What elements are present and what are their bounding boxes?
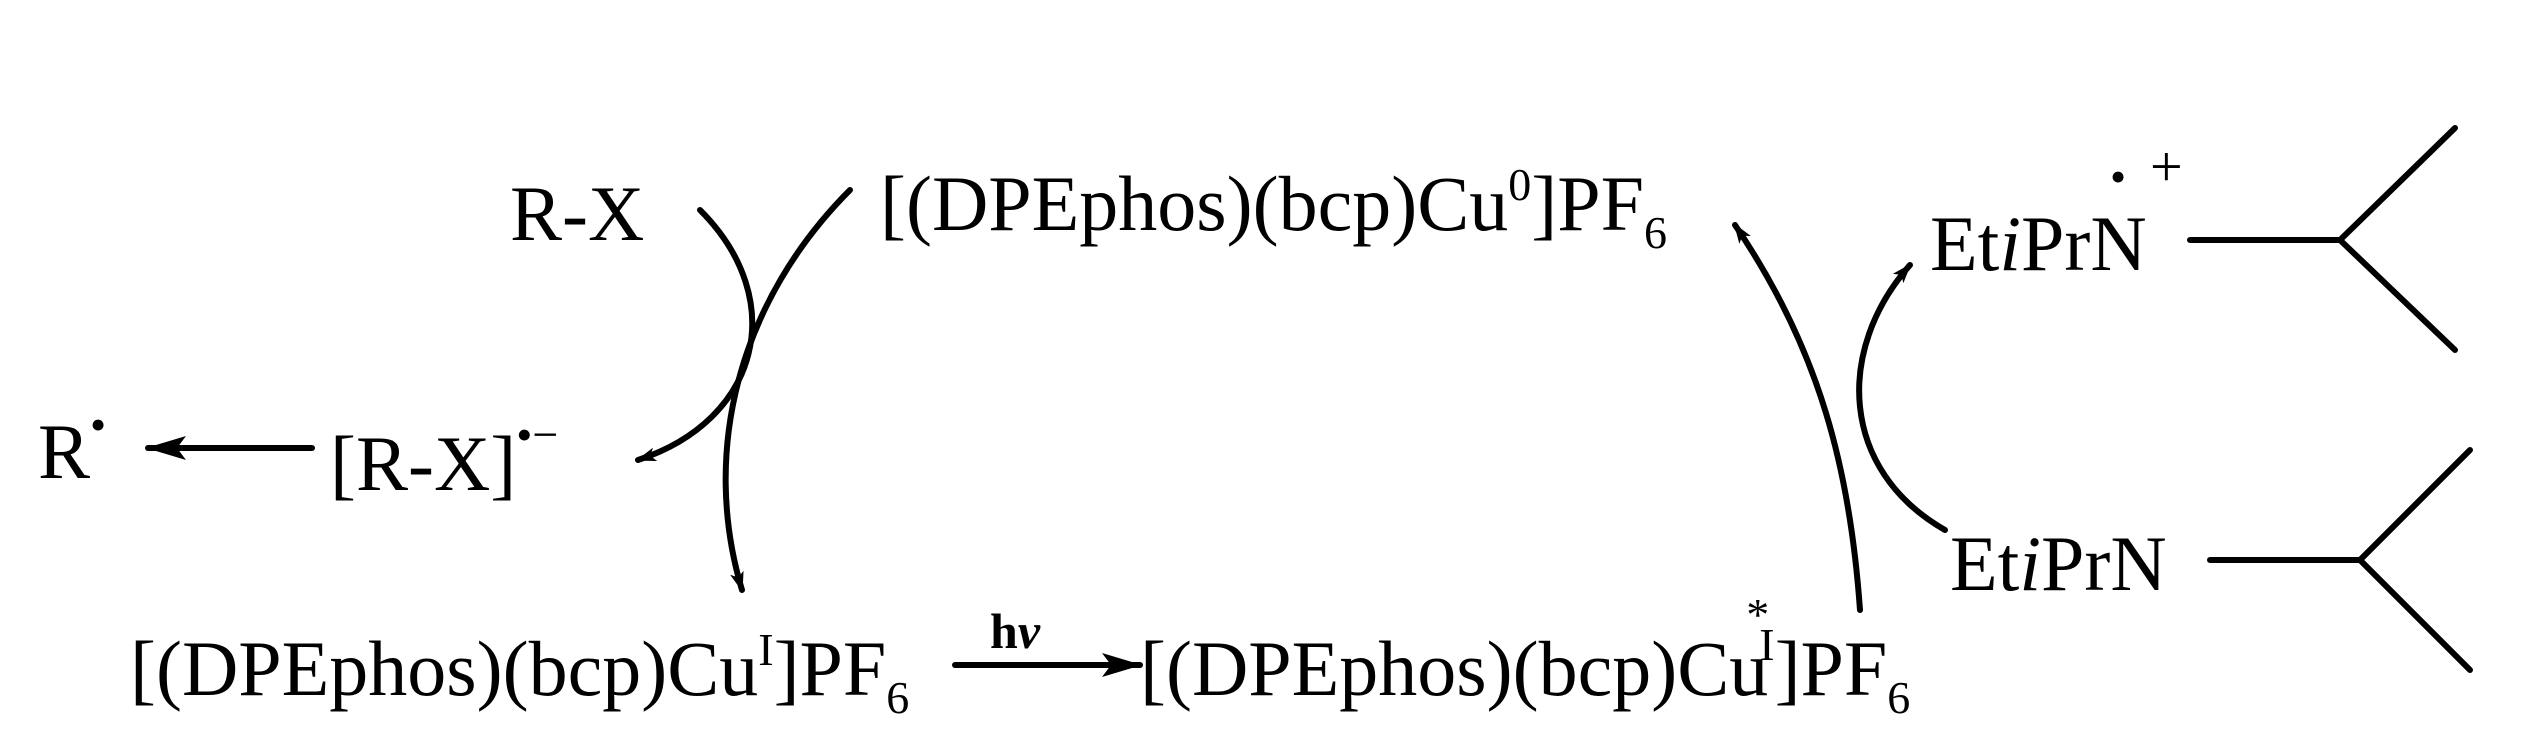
r-x-radical-anion-charge: − bbox=[532, 409, 558, 460]
cu1-excited-base: [(DPEphos)(bcp)Cu bbox=[1140, 625, 1768, 712]
r-x-radical-anion: [R-X]•− bbox=[330, 409, 558, 507]
amine-radical-cation-et: Et bbox=[1930, 200, 2000, 287]
isopropyl-upper-bond-b bbox=[2337, 237, 2458, 353]
cu1-excited-star: * bbox=[1746, 589, 1769, 640]
isopropyl-upper-bond-a bbox=[2187, 125, 2458, 243]
hv-h: h bbox=[990, 603, 1018, 659]
cu0-oxidation-state: 0 bbox=[1508, 159, 1531, 210]
r-radical-dot: • bbox=[90, 399, 106, 450]
cu1-anion-subscript: 6 bbox=[886, 672, 909, 723]
amine: EtiPrN bbox=[1950, 520, 2167, 607]
r-x-radical-anion-base: [R-X] bbox=[330, 420, 516, 507]
cu1-complex: [(DPEphos)(bcp)CuI]PF6 bbox=[130, 624, 909, 723]
isopropyl-lower-bond-b bbox=[2357, 557, 2473, 673]
cu0-complex-base: [(DPEphos)(bcp)Cu bbox=[880, 160, 1508, 247]
cu1-complex-base: [(DPEphos)(bcp)Cu bbox=[130, 625, 758, 712]
cu1-oxidation-state: I bbox=[758, 624, 773, 675]
arrow-r-x-to-radical-anion bbox=[635, 207, 756, 463]
cu1-excited-oxidation-state: I bbox=[1759, 619, 1774, 670]
cu0-complex: [(DPEphos)(bcp)Cu0]PF6 bbox=[880, 159, 1667, 258]
cu1-excited-complex: [(DPEphos)(bcp)Cu*I]PF6 bbox=[1140, 589, 1910, 723]
cu1-excited-anion-subscript: 6 bbox=[1887, 672, 1910, 723]
cu0-anion: ]PF bbox=[1531, 160, 1644, 247]
hv-label: hν bbox=[990, 603, 1041, 659]
amine-radical-cation: EtiPrN bbox=[1930, 200, 2147, 287]
cu1-anion: ]PF bbox=[774, 625, 887, 712]
hv-nu: ν bbox=[1018, 603, 1041, 659]
r-radical: R• bbox=[38, 399, 106, 495]
cu0-anion-subscript: 6 bbox=[1644, 207, 1667, 258]
amine-prn: PrN bbox=[2041, 520, 2167, 607]
cu1-excited-anion: ]PF bbox=[1775, 625, 1888, 712]
arrow-amine-to-radical-cation bbox=[1856, 262, 1948, 533]
r-x-radical-anion-dot: • bbox=[516, 409, 532, 460]
reactant-r-x: R-X bbox=[510, 170, 644, 257]
amine-i: i bbox=[2019, 520, 2041, 607]
amine-et: Et bbox=[1950, 520, 2020, 607]
arrow-cu1-excited-to-cu0 bbox=[1732, 222, 1863, 613]
isopropyl-lower-bond-a bbox=[2207, 447, 2473, 563]
amine-radical-cation-prn: PrN bbox=[2021, 200, 2147, 287]
amine-radical-cation-charge: + bbox=[2150, 134, 2183, 199]
arrow-cu0-to-cu1 bbox=[722, 187, 853, 593]
amine-radical-cation-i: i bbox=[1999, 200, 2021, 287]
amine-radical-cation-dot: • bbox=[2110, 151, 2126, 202]
r-radical-base: R bbox=[38, 408, 90, 495]
